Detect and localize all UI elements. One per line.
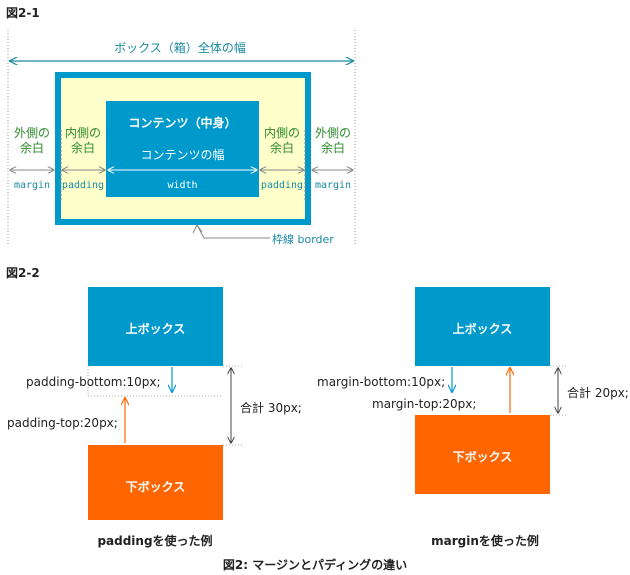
margin-right-label: margin	[314, 180, 352, 191]
left-lower-box	[88, 445, 223, 520]
inner-padding-right-label: 内側の 余白	[263, 126, 300, 155]
inner-padding-left-label: 内側の 余白	[64, 126, 101, 155]
footer-caption: 図2: マージンとパディングの違い	[222, 558, 408, 572]
box-model-diagram	[7, 30, 356, 245]
right-lower-box	[415, 415, 550, 494]
figure-2-2-label: 図2-2	[6, 266, 40, 280]
right-total-label: 合計 20px;	[567, 386, 629, 400]
right-upper-box	[415, 287, 550, 366]
right-upper-box-label: 上ボックス	[452, 322, 513, 336]
border-label: 枠線 border	[272, 233, 334, 246]
content-box	[106, 101, 259, 197]
padding-left-label: padding	[61, 180, 105, 191]
right-margin-bottom-label: margin-bottom:10px;	[317, 375, 446, 389]
left-upper-box-label: 上ボックス	[125, 322, 186, 336]
right-margin-top-label: margin-top:20px;	[372, 397, 477, 411]
left-upper-box	[88, 287, 223, 366]
content-title: コンテンツ（中身）	[128, 116, 237, 130]
figure-2-1-label: 図2-1	[6, 6, 40, 20]
padding-right-label: padding	[260, 180, 304, 191]
left-caption: paddingを使った例	[97, 534, 213, 548]
margin-left-label: margin	[13, 180, 51, 191]
outer-margin-left-label: 外側の 余白	[13, 126, 50, 155]
left-total-label: 合計 30px;	[240, 401, 302, 415]
outer-margin-right-label: 外側の 余白	[314, 126, 351, 155]
width-label: width	[167, 180, 198, 191]
right-lower-box-label: 下ボックス	[452, 450, 513, 464]
left-padding-top-label: padding-top:20px;	[7, 416, 118, 430]
margin-padding-comparison	[87, 287, 568, 520]
total-width-label: ボックス（箱）全体の幅	[114, 41, 246, 55]
right-caption: marginを使った例	[431, 534, 539, 548]
content-width-label: コンテンツの幅	[140, 148, 225, 162]
border-pointer-head	[192, 224, 203, 234]
left-padding-bottom-label: padding-bottom:10px;	[26, 375, 161, 389]
border-pointer-line	[196, 224, 270, 239]
left-lower-box-label: 下ボックス	[125, 480, 186, 494]
